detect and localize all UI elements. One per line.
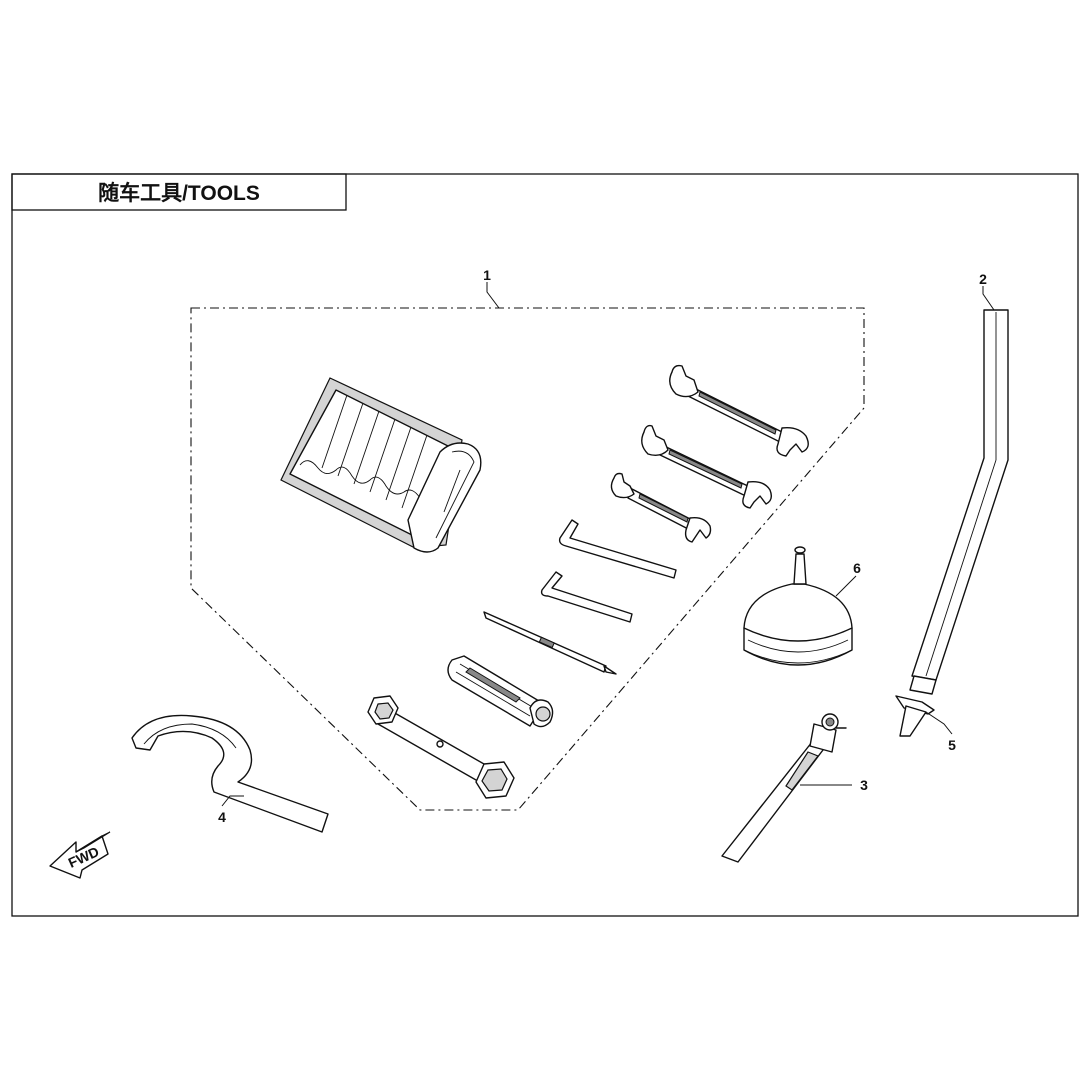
wrench-small: [610, 472, 712, 543]
leader-4: [221, 795, 244, 807]
tool-kit-boundary: [190, 307, 865, 811]
wrench-large: [669, 364, 809, 457]
callout-2: 2: [979, 271, 987, 287]
callout-4: 4: [218, 809, 226, 825]
title-box: [11, 173, 347, 211]
forward-direction-arrow: FWD: [49, 831, 111, 879]
box-wrench: [367, 695, 515, 799]
callout-1: 1: [483, 267, 491, 283]
hex-key-large: [558, 519, 677, 579]
leader-6: [835, 575, 857, 597]
leader-1: [486, 282, 500, 309]
callout-3: 3: [860, 777, 868, 793]
leader-5: [925, 711, 953, 735]
funnel: [743, 546, 853, 666]
callout-5: 5: [948, 737, 956, 753]
hook-spanner: [131, 714, 329, 833]
screwdriver-blade: [483, 611, 617, 675]
tool-tube: [911, 309, 1009, 681]
diagram-border: [11, 173, 1079, 917]
tire-pressure-gauge: [721, 713, 847, 863]
screwdriver-handle: [447, 655, 554, 728]
callout-6: 6: [853, 560, 861, 576]
leader-2: [982, 286, 995, 311]
diagram-title: 随车工具/TOOLS: [98, 181, 260, 205]
tool-roll-pouch: [280, 377, 482, 553]
wrench-medium: [641, 424, 773, 509]
hex-key-small: [540, 571, 633, 623]
nozzle: [895, 675, 937, 737]
